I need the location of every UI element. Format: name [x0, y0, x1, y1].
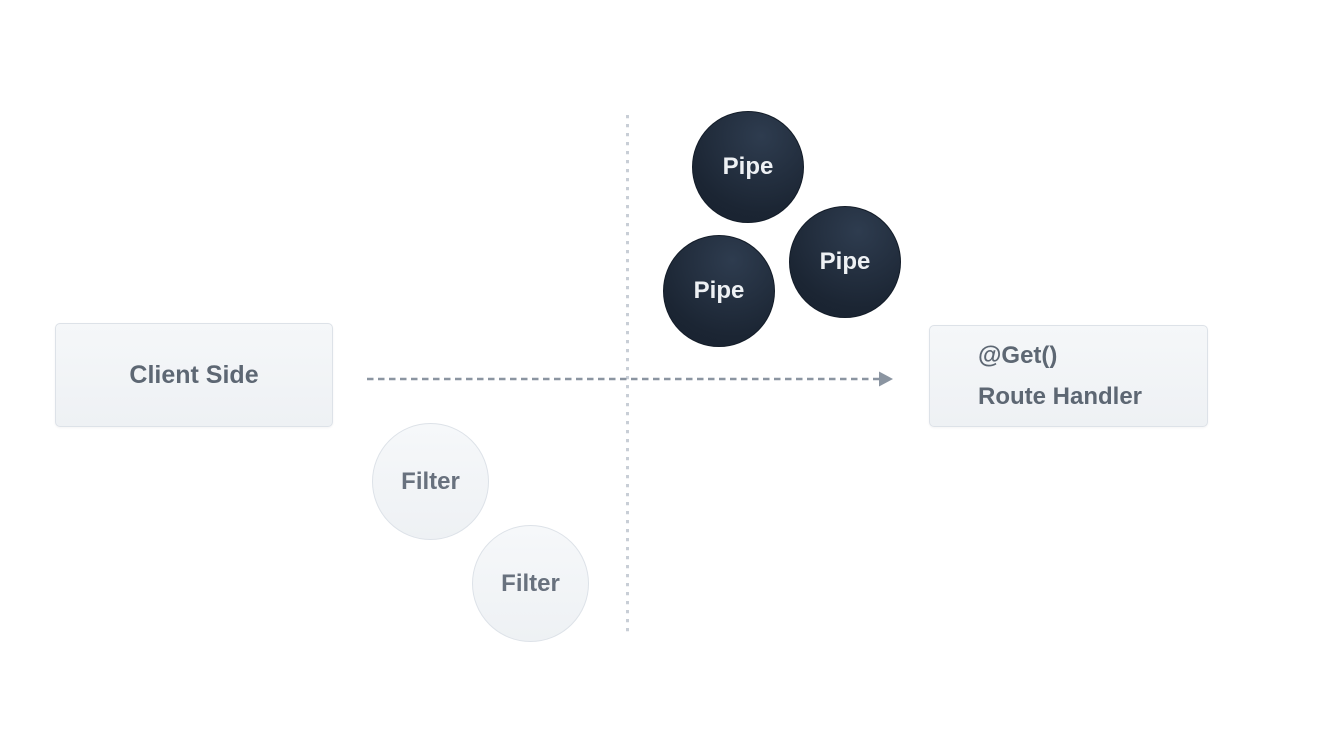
request-arrowhead-icon [879, 371, 893, 387]
pipe-label: Pipe [819, 248, 871, 275]
pipe-circle: Pipe [789, 206, 901, 318]
filter-circle: Filter [372, 423, 489, 540]
route-handler-decorator-label: @Get() [978, 342, 1058, 369]
client-side-label: Client Side [129, 360, 259, 389]
pipe-circle: Pipe [692, 111, 804, 223]
client-side-box: Client Side [55, 323, 333, 427]
filter-label: Filter [501, 569, 560, 597]
pipe-circle: Pipe [663, 235, 775, 347]
route-handler-box: @Get() Route Handler [929, 325, 1208, 427]
filter-circle: Filter [472, 525, 589, 642]
filter-label: Filter [401, 467, 460, 495]
pipe-label: Pipe [693, 277, 745, 304]
pipe-label: Pipe [722, 153, 774, 180]
route-handler-label: Route Handler [978, 383, 1143, 410]
